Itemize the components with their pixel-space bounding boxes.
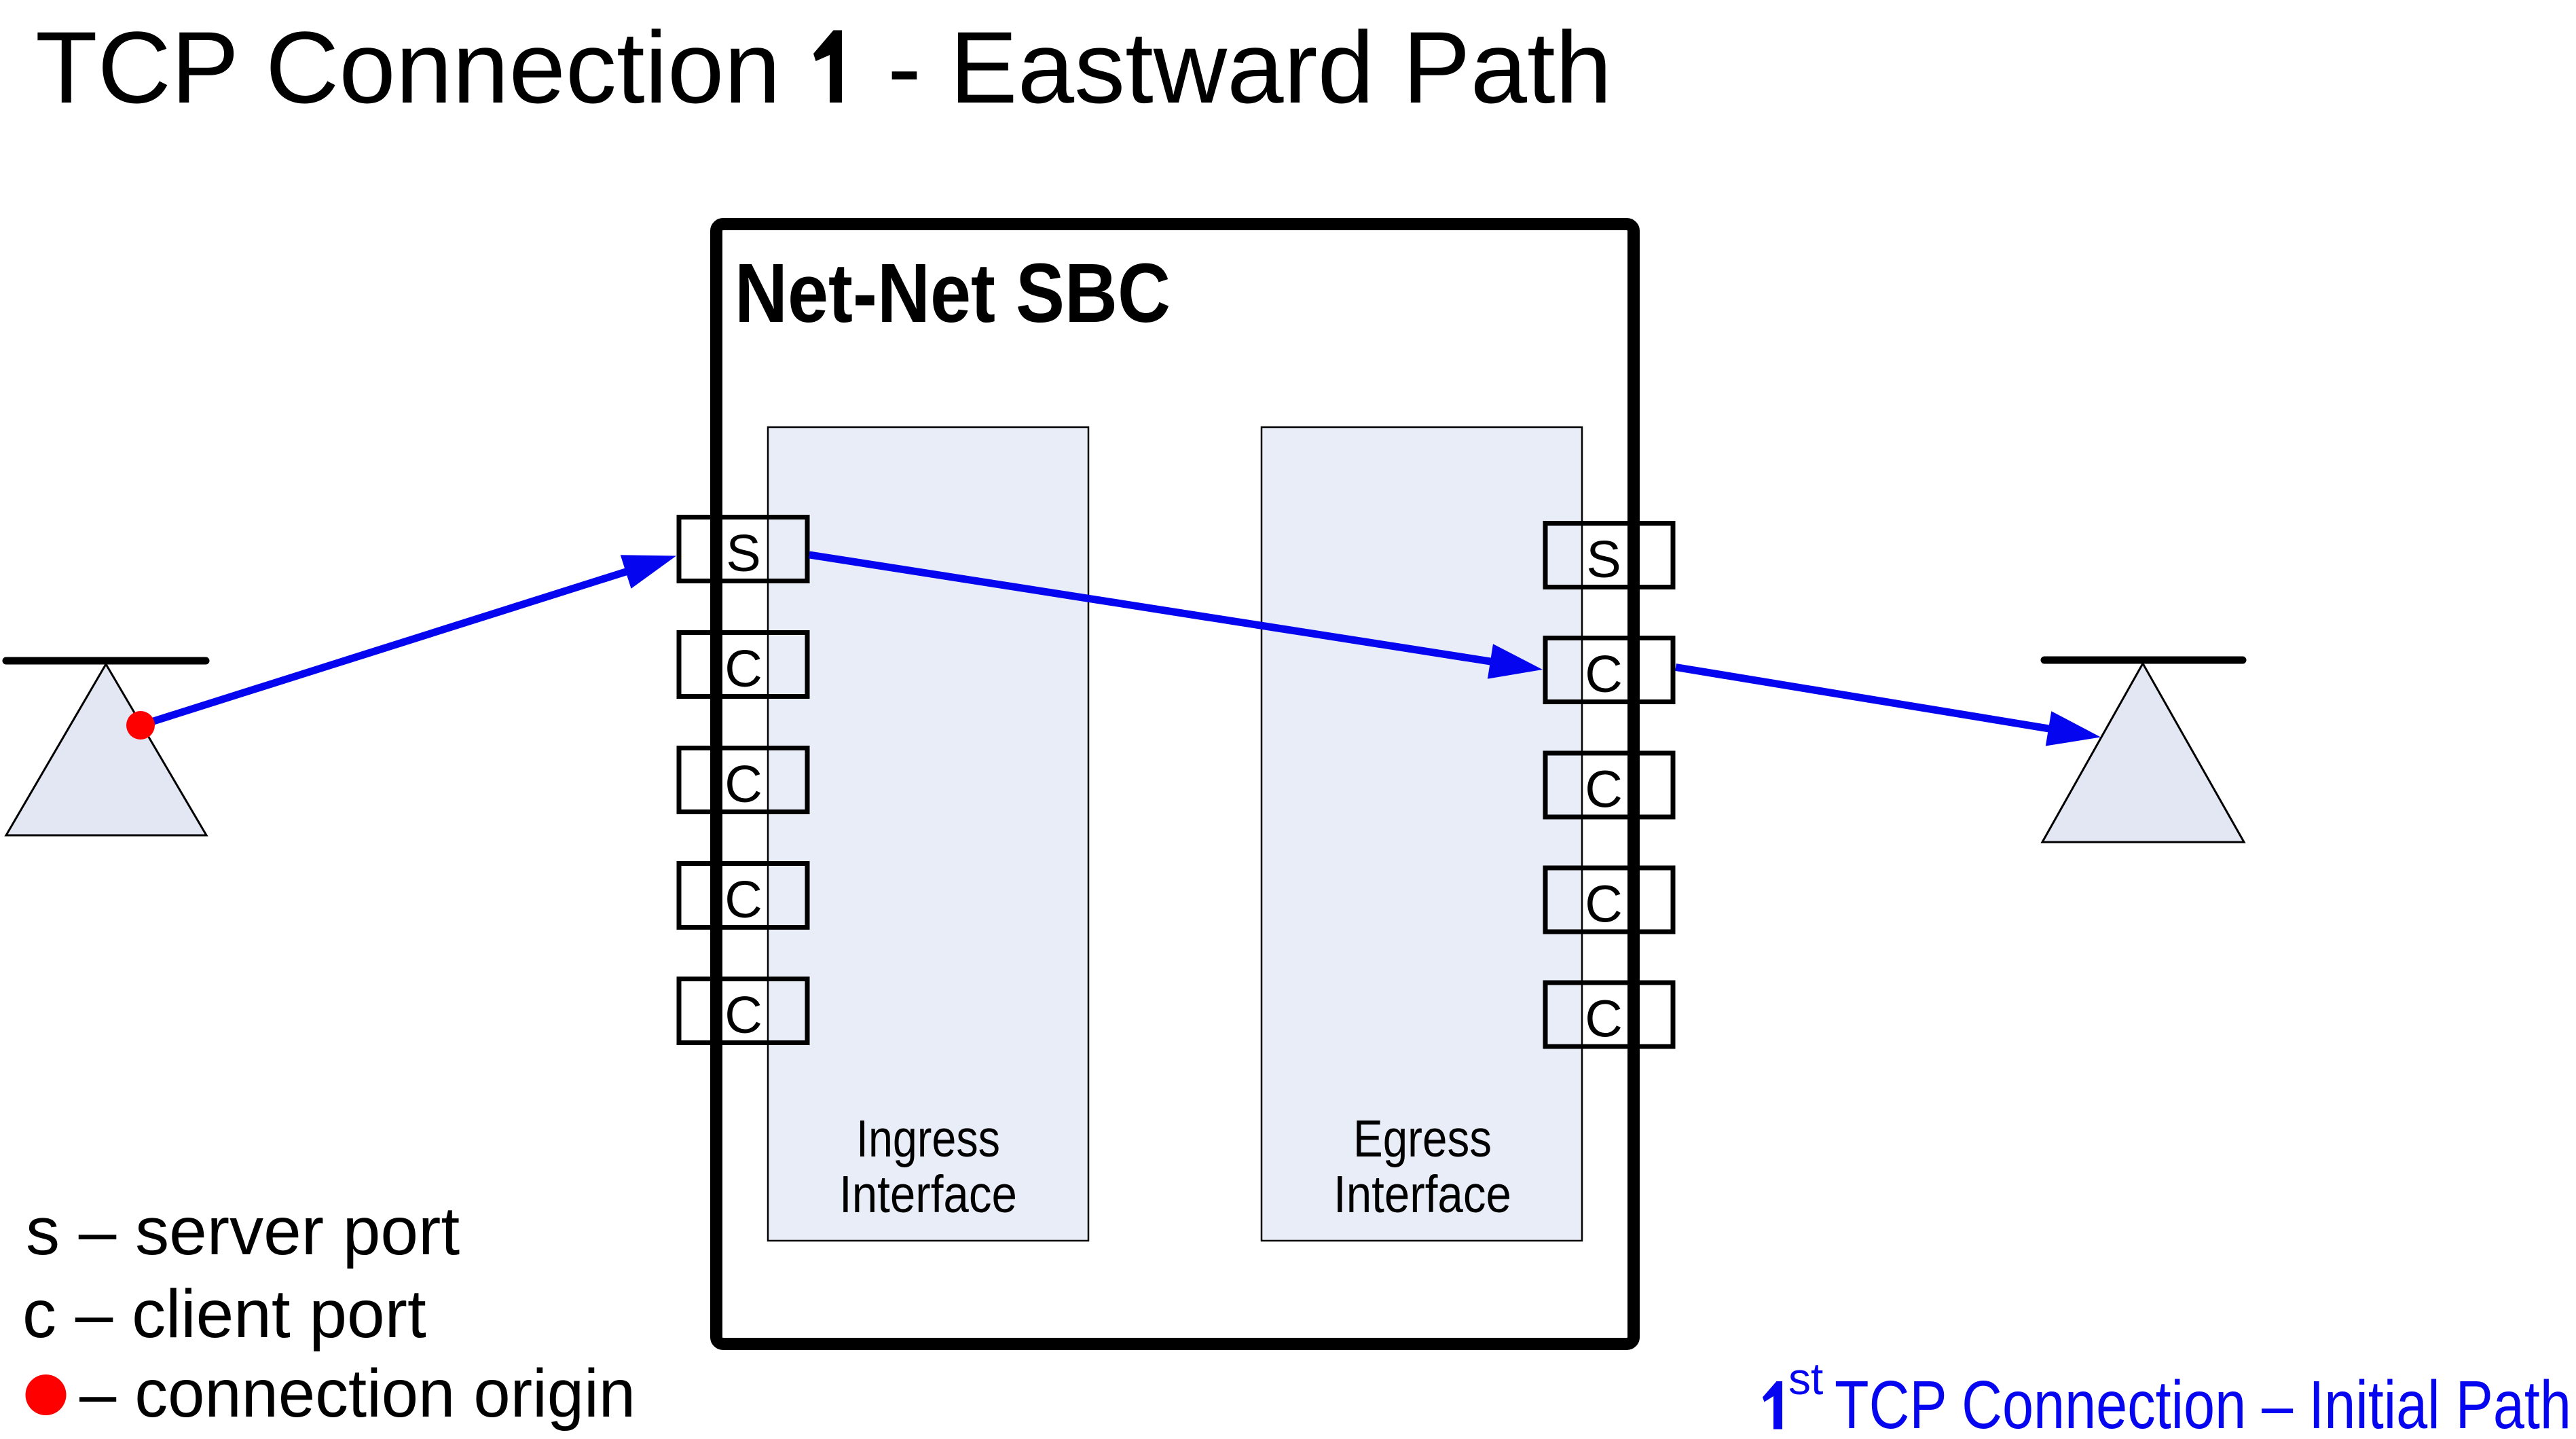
svg-text:– connection origin: – connection origin <box>79 1355 636 1432</box>
svg-text:C: C <box>724 871 762 929</box>
svg-text:C: C <box>1585 875 1623 934</box>
svg-text:Interface: Interface <box>1333 1165 1511 1224</box>
svg-text:Egress: Egress <box>1353 1110 1492 1168</box>
svg-text:Net-Net SBC: Net-Net SBC <box>735 247 1171 340</box>
svg-text:C: C <box>724 640 762 698</box>
svg-text:S: S <box>1586 530 1621 589</box>
svg-text:c – client port: c – client port <box>22 1276 426 1352</box>
svg-text:C: C <box>724 986 762 1044</box>
svg-text:Interface: Interface <box>839 1165 1017 1224</box>
svg-text:- Eastward Path: - Eastward Path <box>887 10 1612 124</box>
svg-text:C: C <box>724 755 762 814</box>
svg-text:s – server port: s – server port <box>26 1193 460 1269</box>
svg-text:C: C <box>1585 990 1623 1049</box>
svg-text:S: S <box>726 524 760 583</box>
svg-text:Ingress: Ingress <box>856 1110 1000 1168</box>
svg-text:st: st <box>1788 1353 1823 1404</box>
svg-text:TCP Connection – Initial Path: TCP Connection – Initial Path <box>1835 1367 2571 1439</box>
svg-text:TCP Connection: TCP Connection <box>35 10 781 124</box>
svg-text:C: C <box>1585 761 1623 819</box>
svg-text:C: C <box>1585 645 1623 704</box>
